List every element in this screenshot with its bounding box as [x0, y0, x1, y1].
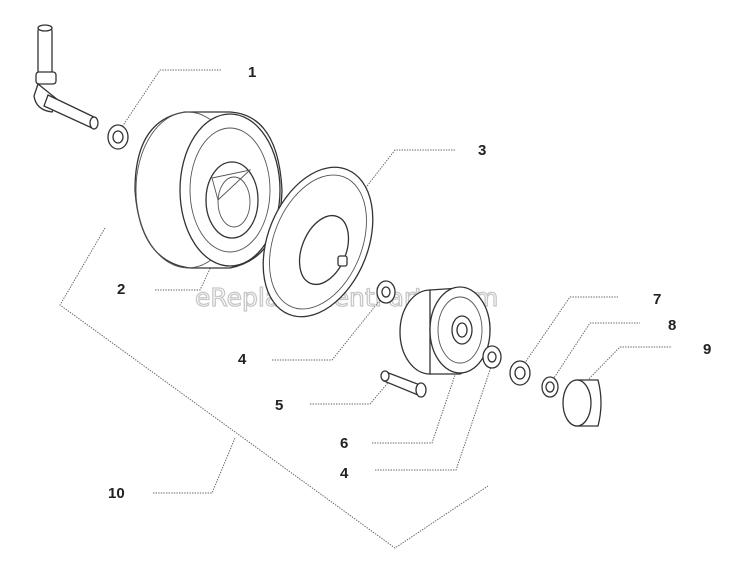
callout-label: 4 — [238, 351, 247, 368]
hub-cap-icon — [562, 379, 602, 427]
axle-icon — [33, 24, 99, 130]
retaining-ring-icon — [541, 376, 559, 398]
callout-label: 1 — [248, 64, 256, 81]
callout-labels: 1 2 3 4 5 6 4 7 8 9 10 — [108, 64, 711, 502]
spacer-washer-icon — [107, 124, 129, 150]
callout-label: 4 — [340, 465, 349, 482]
bearing-icon — [482, 345, 502, 369]
tire-icon — [134, 111, 283, 269]
valve-stem-icon — [380, 370, 427, 398]
leader-lines — [59, 69, 672, 549]
callout-label: 8 — [668, 317, 676, 334]
callout-label: 10 — [108, 485, 125, 502]
callout-label: 9 — [703, 341, 711, 358]
callout-label: 5 — [275, 397, 283, 414]
seal-icon — [509, 360, 531, 386]
callout-label: 6 — [340, 435, 348, 452]
wheel-rim-icon — [399, 286, 491, 375]
bearing-icon — [376, 280, 396, 304]
callout-label: 3 — [478, 142, 486, 159]
inner-tube-icon — [262, 166, 374, 318]
callout-label: 2 — [117, 281, 125, 298]
callout-label: 7 — [653, 291, 661, 308]
